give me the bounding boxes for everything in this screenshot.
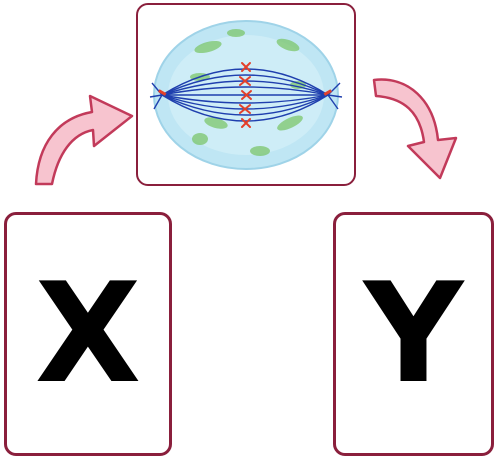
organelles xyxy=(190,29,306,156)
card-y: Y xyxy=(333,212,494,456)
card-x-letter: X xyxy=(34,253,142,414)
curved-arrow-icon xyxy=(34,94,134,186)
card-x: X xyxy=(4,212,172,456)
curved-arrow-icon xyxy=(372,78,458,180)
card-y-letter: Y xyxy=(363,253,464,414)
chromosomes xyxy=(239,62,252,128)
mitosis-cell-image xyxy=(149,20,343,170)
centrioles xyxy=(158,89,332,96)
cell-image-card xyxy=(136,3,356,186)
